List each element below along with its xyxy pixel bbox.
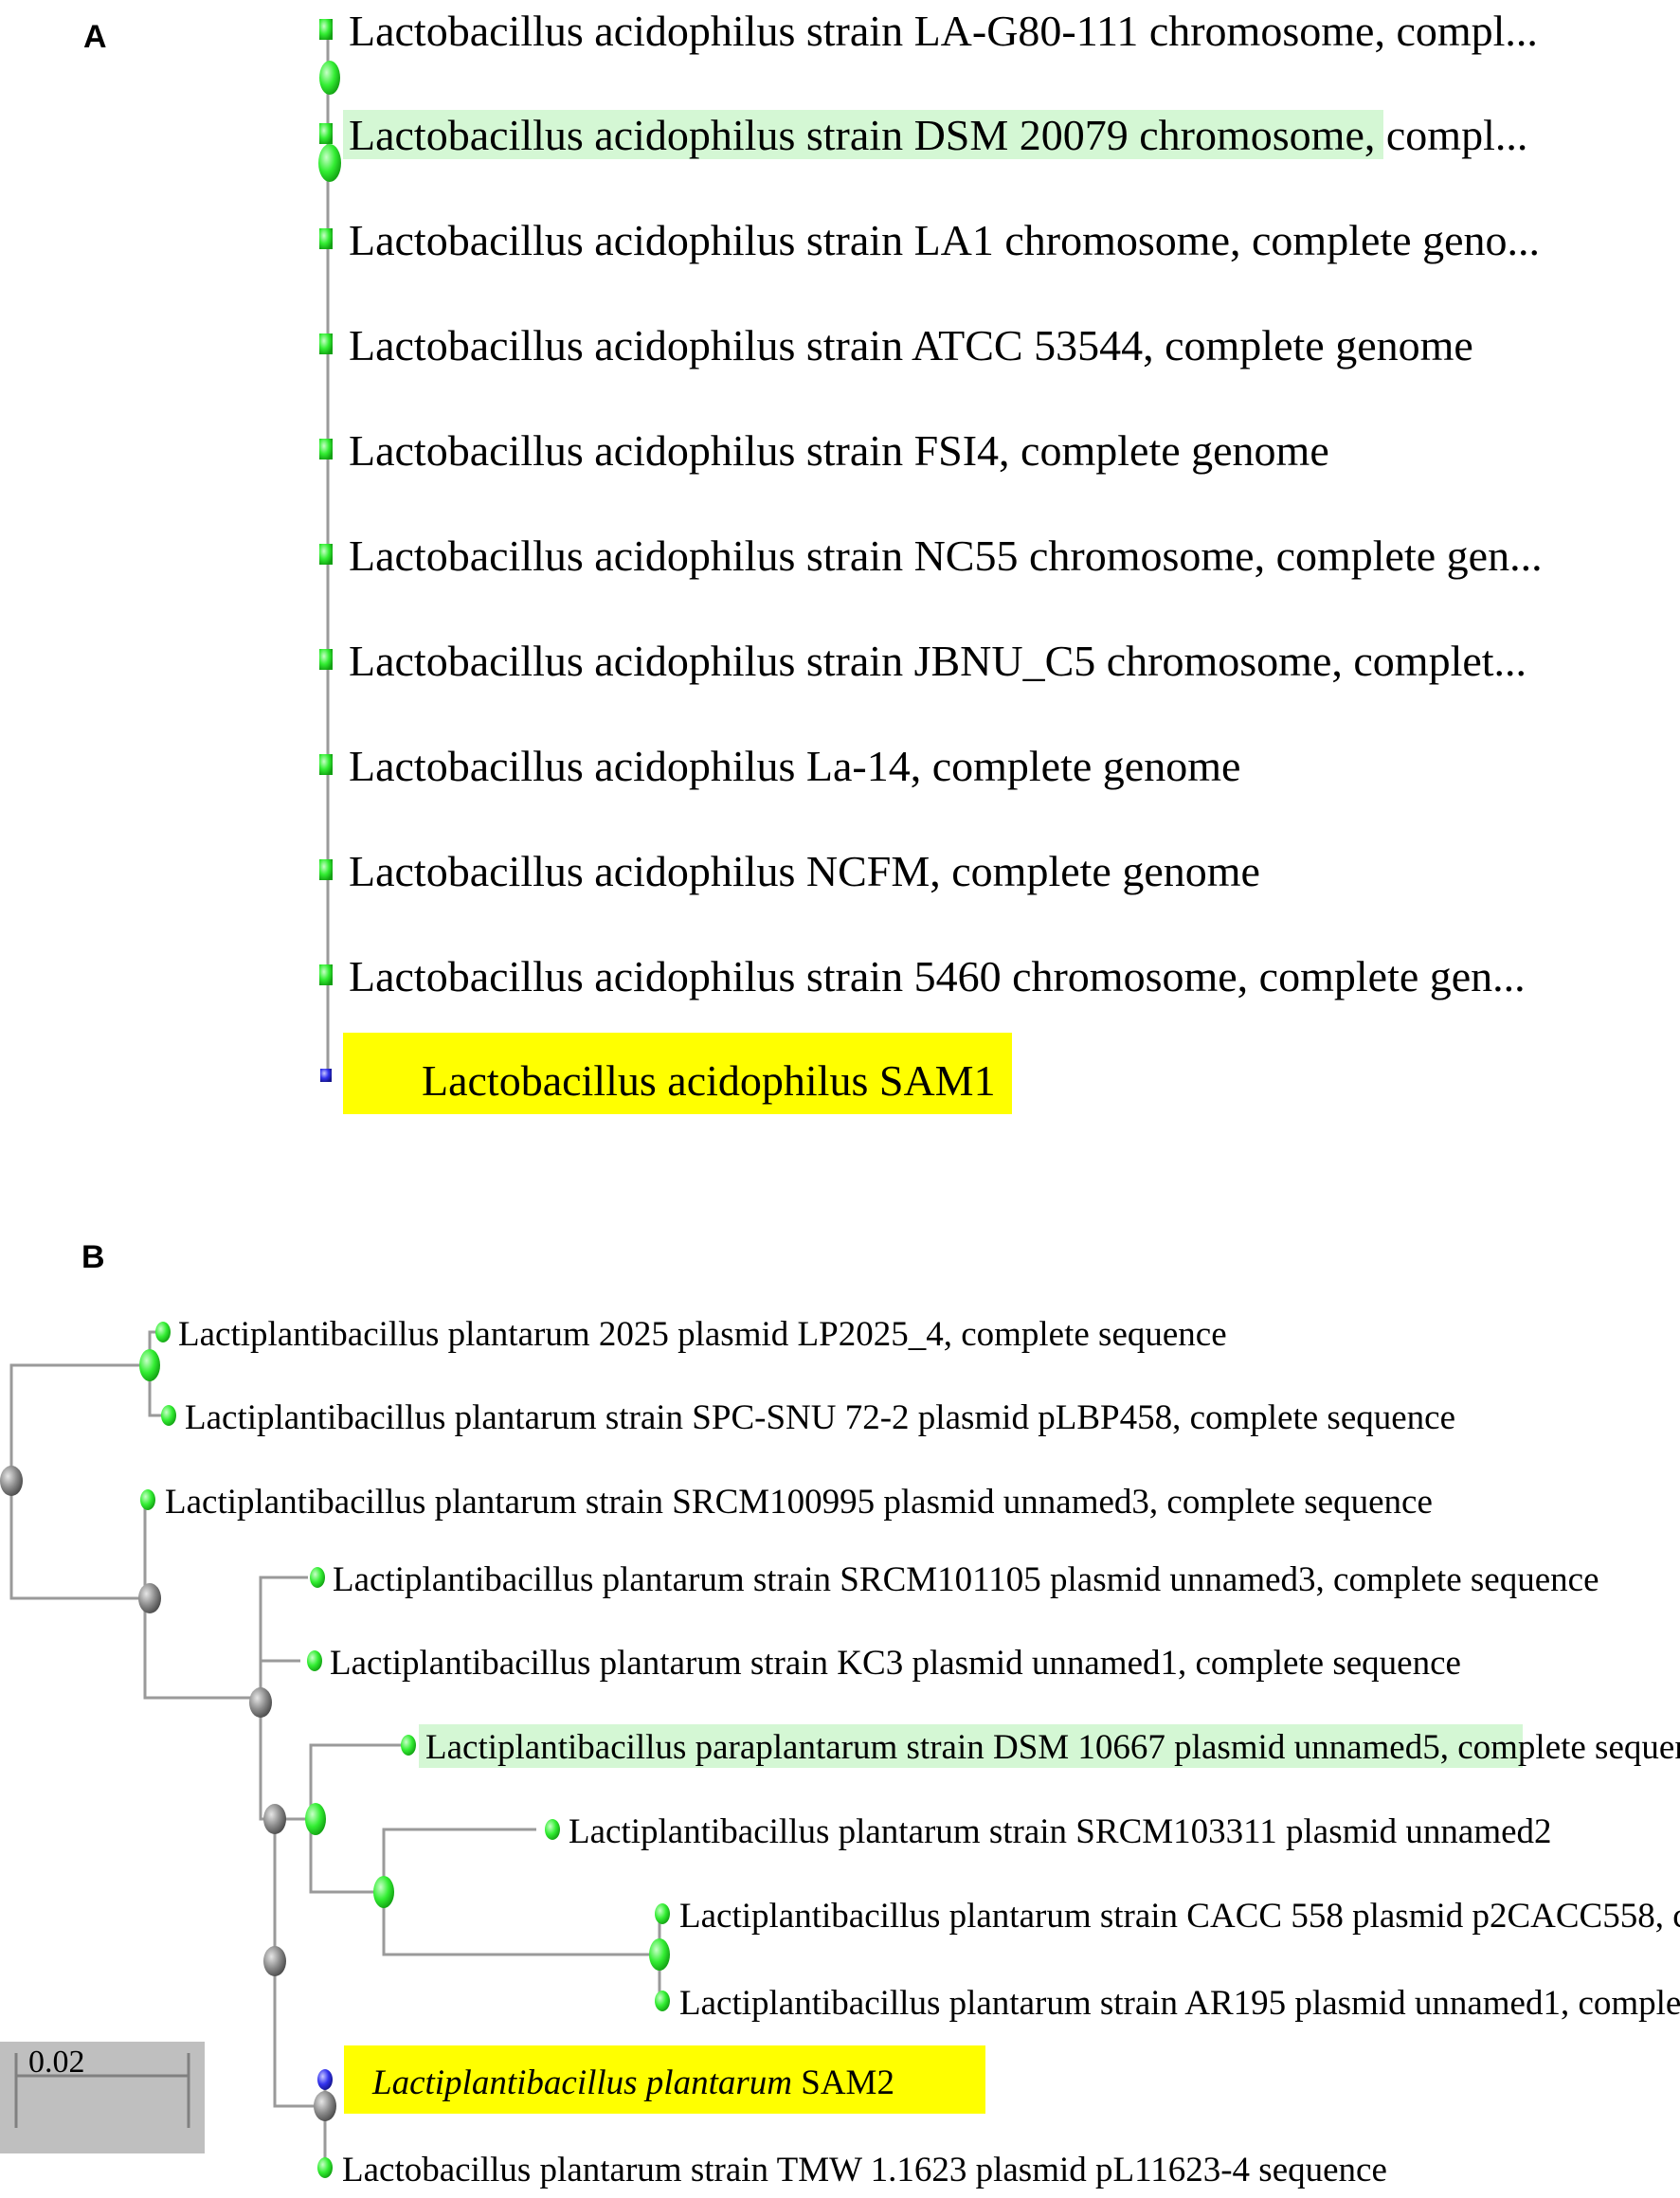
panel-b-leaf: Lactiplantibacillus plantarum strain SRC… [310, 1560, 1599, 1599]
leaf-node-marker [319, 333, 333, 354]
panel-a-leaf: Lactobacillus acidophilus strain 5460 ch… [319, 952, 1526, 1000]
leaf-node-marker [319, 228, 333, 249]
leaf-node-marker [401, 1735, 416, 1756]
panel-b-leaf-label: Lactiplantibacillus plantarum strain CAC… [679, 1897, 1680, 1936]
leaf-node-marker [310, 1567, 325, 1588]
query-node-marker [317, 2069, 333, 2090]
panel-a-leaf-label: Lactobacillus acidophilus SAM1 [422, 1056, 996, 1105]
panel-a-leaf: Lactobacillus acidophilus La-14, complet… [319, 742, 1240, 790]
panel-b-leaf: Lactiplantibacillus plantarum strain SRC… [140, 1483, 1433, 1522]
highlight-green [419, 1724, 1523, 1768]
panel-a-label: A [83, 19, 107, 55]
panel-a-leaf-label: Lactobacillus acidophilus strain DSM 200… [349, 111, 1527, 159]
panel-a-leaf: Lactobacillus acidophilus strain NC55 ch… [319, 531, 1543, 580]
branch [9, 1363, 150, 1600]
leaf-node-marker [140, 1489, 155, 1510]
internal-node [373, 1876, 394, 1908]
highlight-green [343, 110, 1383, 159]
panel-b-leaf: Lactiplantibacillus paraplantarum strain… [401, 1724, 1680, 1768]
panel-b-internal-nodes [0, 1349, 670, 2121]
leaf-node-marker [655, 1991, 670, 2011]
internal-node [139, 1349, 160, 1381]
panel-a-leaf: Lactobacillus acidophilus strain LA1 chr… [319, 216, 1540, 264]
leaf-node-marker [319, 649, 333, 670]
panel-b-leaf: Lactiplantibacillus plantarum strain SRC… [545, 1812, 1552, 1851]
leaf-node-marker [545, 1819, 560, 1840]
panel-b-leaf-label: Lactiplantibacillus plantarum SAM2 [371, 2063, 894, 2102]
scale-bar: 0.02 [0, 2042, 205, 2153]
leaf-node-marker [319, 123, 333, 144]
panel-b-leaf: Lactiplantibacillus plantarum strain SPC… [161, 1398, 1455, 1437]
branch [143, 1500, 261, 1700]
panel-b-leaf-label: Lactiplantibacillus plantarum strain SPC… [185, 1398, 1455, 1437]
sam2-suffix: SAM2 [801, 2063, 894, 2102]
leaf-node-marker [155, 1322, 171, 1342]
highlight-yellow [343, 1033, 1012, 1114]
panel-a-leaf: Lactobacillus acidophilus strain JBNU_C5… [319, 637, 1526, 685]
internal-node [263, 1946, 286, 1976]
scale-bar-box [0, 2042, 205, 2153]
panel-a-internal-node [318, 144, 341, 182]
panel-a-leaf: Lactobacillus acidophilus strain LA-G80-… [319, 7, 1538, 55]
panel-a-leaf-label: Lactobacillus acidophilus strain 5460 ch… [349, 952, 1526, 1000]
panel-a-leaf-label: Lactobacillus acidophilus NCFM, complete… [349, 847, 1260, 895]
panel-b-leaf: Lactiplantibacillus plantarum strain AR1… [655, 1984, 1680, 2023]
internal-node [263, 1804, 286, 1834]
leaf-node-marker [319, 19, 333, 40]
panel-a-leaf: Lactobacillus acidophilus strain ATCC 53… [319, 321, 1473, 369]
panel-b-leaf-label: Lactiplantibacillus plantarum 2025 plasm… [178, 1315, 1227, 1354]
panel-b-leaf-label: Lactobacillus plantarum strain TMW 1.162… [342, 2151, 1387, 2189]
panel-a-leaf-label: Lactobacillus acidophilus strain LA1 chr… [349, 216, 1540, 264]
internal-node [138, 1583, 161, 1613]
panel-a-leaf-label: Lactobacillus acidophilus strain LA-G80-… [349, 7, 1538, 55]
panel-b-leaf-label: Lactiplantibacillus plantarum strain SRC… [165, 1483, 1433, 1522]
panel-b-leaf: Lactiplantibacillus plantarum 2025 plasm… [155, 1315, 1227, 1354]
panel-a-leaf: Lactobacillus acidophilus strain DSM 200… [319, 110, 1527, 159]
leaf-node-marker [319, 859, 333, 880]
panel-b-leaf-label: Lactiplantibacillus paraplantarum strain… [425, 1728, 1680, 1767]
panel-b-leaf-label: Lactiplantibacillus plantarum strain KC3… [330, 1644, 1461, 1683]
panel-a-leaf-label: Lactobacillus acidophilus strain FSI4, c… [349, 426, 1329, 475]
panel-a-leaf-label: Lactobacillus acidophilus strain ATCC 53… [349, 321, 1473, 369]
panel-a-query-leaf: Lactobacillus acidophilus SAM1 [320, 1033, 1012, 1114]
panel-b-leaf: Lactiplantibacillus plantarum strain CAC… [655, 1897, 1680, 1936]
branch [273, 1961, 325, 2108]
panel-b-leaf-label: Lactiplantibacillus plantarum strain SRC… [333, 1560, 1599, 1599]
panel-b-leaf: Lactobacillus plantarum strain TMW 1.162… [317, 2151, 1387, 2189]
leaf-node-marker [319, 544, 333, 565]
internal-node [649, 1938, 670, 1971]
panel-a-leaf-label: Lactobacillus acidophilus La-14, complet… [349, 742, 1240, 790]
panel-b-label: B [81, 1239, 105, 1275]
internal-node [249, 1687, 272, 1718]
leaf-node-marker [317, 2157, 333, 2178]
query-node-marker [320, 1069, 332, 1082]
leaf-node-marker [655, 1903, 670, 1924]
panel-b-leaf-label: Lactiplantibacillus plantarum strain SRC… [569, 1812, 1552, 1851]
panel-b-query-leaf: Lactiplantibacillus plantarum SAM2 [317, 2045, 985, 2114]
sam2-plain-name [792, 2063, 801, 2102]
panel-a-leaf: Lactobacillus acidophilus NCFM, complete… [319, 847, 1260, 895]
panel-a-internal-node [319, 61, 340, 95]
internal-node [314, 2091, 336, 2121]
panel-b-leaf: Lactiplantibacillus plantarum strain KC3… [307, 1644, 1461, 1683]
panel-a-leaf-label: Lactobacillus acidophilus strain NC55 ch… [349, 531, 1543, 580]
internal-node [305, 1803, 326, 1835]
panel-a-leaf: Lactobacillus acidophilus strain FSI4, c… [319, 426, 1329, 475]
sam2-italic-name: Lactiplantibacillus plantarum [371, 2063, 792, 2102]
panel-a-leaves: Lactobacillus acidophilus strain LA-G80-… [319, 7, 1543, 1114]
leaf-node-marker [161, 1405, 176, 1426]
panel-b-leaf-label: Lactiplantibacillus plantarum strain AR1… [679, 1984, 1680, 2023]
internal-node [0, 1466, 23, 1496]
highlight-yellow [344, 2045, 985, 2114]
scale-bar-label: 0.02 [28, 2045, 85, 2080]
panel-a-leaf-label: Lactobacillus acidophilus strain JBNU_C5… [349, 637, 1526, 685]
leaf-node-marker [319, 439, 333, 459]
leaf-node-marker [319, 754, 333, 775]
leaf-node-marker [307, 1650, 322, 1671]
panel-b-leaves: Lactiplantibacillus plantarum 2025 plasm… [140, 1315, 1680, 2189]
leaf-node-marker [319, 964, 333, 985]
